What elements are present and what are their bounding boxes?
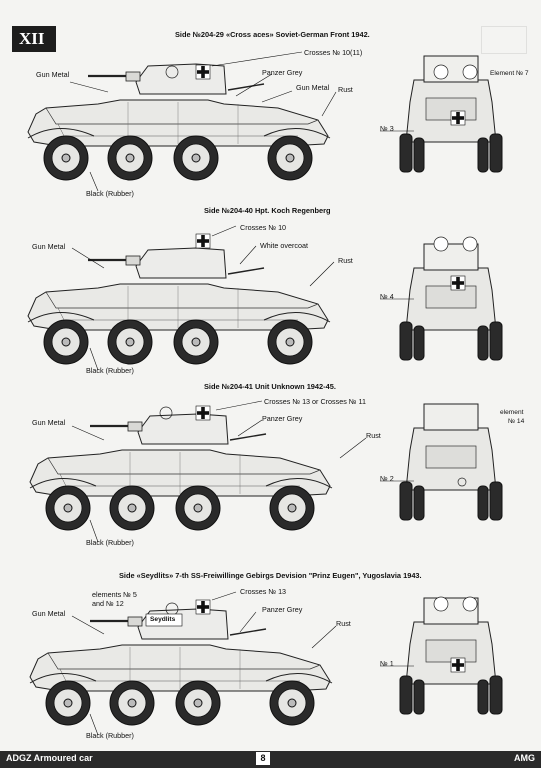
label-view-number: № 1 <box>380 659 394 668</box>
label-panzer-grey: Panzer Grey <box>262 68 303 77</box>
label-white-overcoat: White overcoat <box>260 241 308 250</box>
section-3-title: Side №204-41 Unit Unknown 1942-45. <box>204 382 336 391</box>
label-gun-metal: Gun Metal <box>32 242 66 251</box>
label-panzer-grey: Panzer Grey <box>262 605 303 614</box>
label-rust: Rust <box>366 431 381 440</box>
label-rust: Rust <box>338 256 353 265</box>
label-elements-and: and № 12 <box>92 599 124 608</box>
label-black-rubber: Black (Rubber) <box>86 366 134 375</box>
section-1-title: Side №204-29 «Cross aces» Soviet-German … <box>175 30 370 39</box>
label-crosses: Crosses № 13 or Crosses № 11 <box>264 397 366 406</box>
page-number: 8 <box>256 752 270 765</box>
label-black-rubber: Black (Rubber) <box>86 731 134 740</box>
label-elements: elements № 5 <box>92 590 137 599</box>
section-numeral: XII <box>19 29 45 48</box>
page-footer: ADGZ Armoured car 8 AMG <box>0 751 541 768</box>
label-gun-metal: Gun Metal <box>32 418 66 427</box>
label-crosses: Crosses № 10 <box>240 223 287 232</box>
section-4-title: Side «Seydlits» 7-th SS-Freiwillinge Geb… <box>119 571 422 580</box>
label-gun-metal: Gun Metal <box>296 83 330 92</box>
footer-title: ADGZ Armoured car <box>6 753 93 763</box>
label-element: element <box>500 409 524 416</box>
label-panzer-grey: Panzer Grey <box>262 414 303 423</box>
label-rust: Rust <box>336 619 351 628</box>
page-section-tab-ghost <box>481 26 527 54</box>
label-gun-metal: Gun Metal <box>36 70 70 79</box>
footer-brand: AMG <box>514 753 535 763</box>
label-crosses: Crosses № 13 <box>240 587 287 596</box>
label-element: Element № 7 <box>490 70 529 77</box>
label-view-number: № 4 <box>380 292 394 301</box>
label-rust: Rust <box>338 85 353 94</box>
label-view-number: № 2 <box>380 474 394 483</box>
emblem-seydlits: Seydlits <box>150 616 176 623</box>
section-2-title: Side №204-40 Hpt. Koch Regenberg <box>204 206 331 215</box>
label-black-rubber: Black (Rubber) <box>86 189 134 198</box>
page-section-tab: XII <box>12 26 56 52</box>
label-view-number: № 3 <box>380 124 394 133</box>
label-crosses: Crosses № 10(11) <box>304 48 363 57</box>
label-gun-metal: Gun Metal <box>32 609 66 618</box>
label-element-number: № 14 <box>508 418 525 425</box>
label-black-rubber: Black (Rubber) <box>86 538 134 547</box>
